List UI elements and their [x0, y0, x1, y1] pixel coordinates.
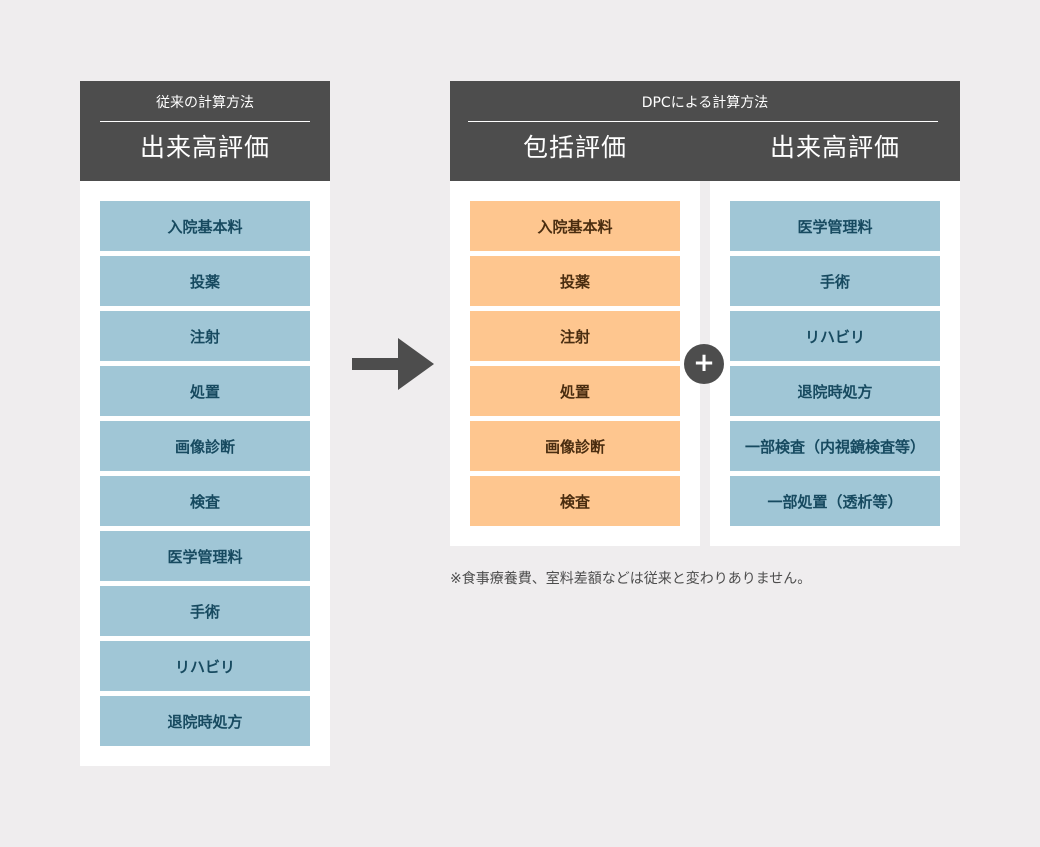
list-item: リハビリ	[100, 641, 310, 691]
list-item: 検査	[100, 476, 310, 526]
right-arrow-icon	[352, 338, 434, 390]
conventional-header-divider	[100, 121, 310, 122]
list-item: リハビリ	[730, 311, 940, 361]
plus-icon: +	[684, 344, 724, 384]
list-item: 一部検査（内視鏡検査等）	[730, 421, 940, 471]
conventional-header: 従来の計算方法 出来高評価	[80, 81, 330, 181]
list-item: 医学管理料	[730, 201, 940, 251]
list-item: 入院基本料	[470, 201, 680, 251]
inclusive-title: 包括評価	[522, 133, 627, 162]
list-item: 一部処置（透析等）	[730, 476, 940, 526]
list-item: 投薬	[470, 256, 680, 306]
conventional-item-list: 入院基本料 投薬 注射 処置 画像診断 検査 医学管理料 手術 リハビリ 退院時…	[100, 201, 310, 751]
list-item: 入院基本料	[100, 201, 310, 251]
list-item: 注射	[470, 311, 680, 361]
list-item: 処置	[470, 366, 680, 416]
dpc-method-label: DPCによる計算方法	[641, 95, 769, 111]
list-item: 注射	[100, 311, 310, 361]
list-item: 手術	[100, 586, 310, 636]
list-item: 退院時処方	[730, 366, 940, 416]
conventional-title: 出来高評価	[139, 133, 270, 162]
list-item: 投薬	[100, 256, 310, 306]
list-item: 画像診断	[100, 421, 310, 471]
list-item: 退院時処方	[100, 696, 310, 746]
conventional-method-label: 従来の計算方法	[156, 95, 254, 111]
dpc-header: DPCによる計算方法 包括評価 出来高評価	[450, 81, 960, 181]
footnote: ※食事療養費、室料差額などは従来と変わりありません。	[450, 571, 812, 587]
fee-for-service-item-list: 医学管理料 手術 リハビリ 退院時処方 一部検査（内視鏡検査等） 一部処置（透析…	[730, 201, 940, 531]
list-item: 手術	[730, 256, 940, 306]
fee-for-service-panel: 医学管理料 手術 リハビリ 退院時処方 一部検査（内視鏡検査等） 一部処置（透析…	[710, 181, 960, 546]
fee-for-service-title: 出来高評価	[769, 133, 900, 162]
inclusive-item-list: 入院基本料 投薬 注射 処置 画像診断 検査	[470, 201, 680, 531]
list-item: 医学管理料	[100, 531, 310, 581]
list-item: 処置	[100, 366, 310, 416]
inclusive-panel: 入院基本料 投薬 注射 処置 画像診断 検査	[450, 181, 700, 546]
list-item: 検査	[470, 476, 680, 526]
list-item: 画像診断	[470, 421, 680, 471]
conventional-panel: 入院基本料 投薬 注射 処置 画像診断 検査 医学管理料 手術 リハビリ 退院時…	[80, 181, 330, 766]
dpc-header-divider	[468, 121, 938, 122]
